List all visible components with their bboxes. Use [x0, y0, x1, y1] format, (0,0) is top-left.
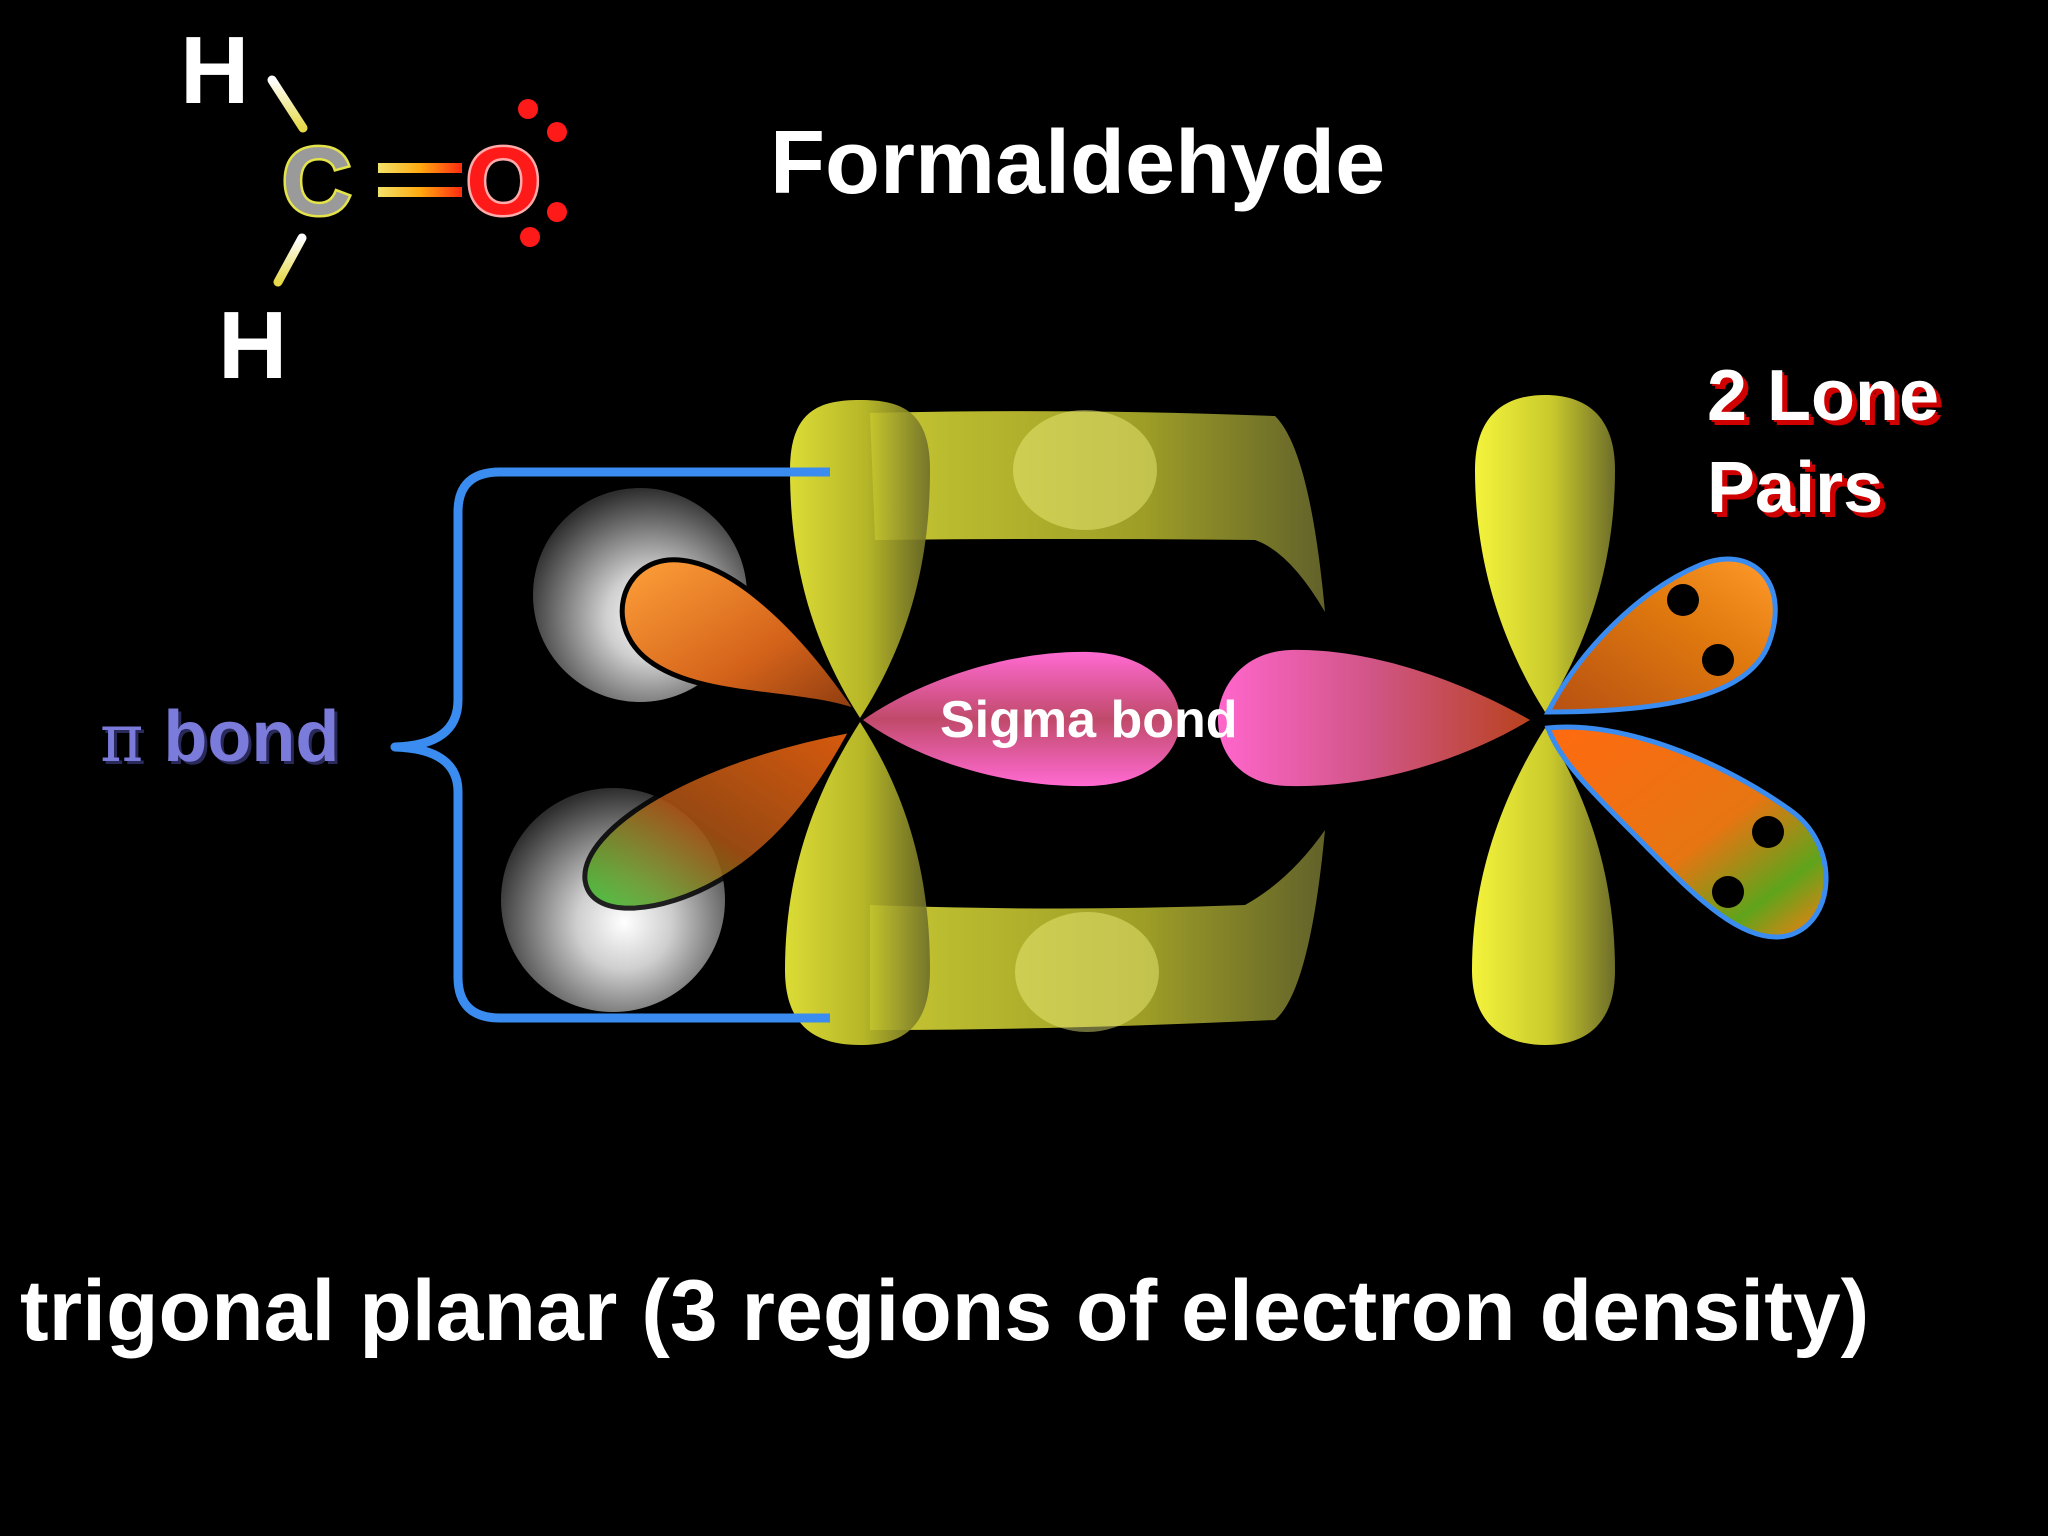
lone-pairs-label-line1: 2 Lone [1707, 356, 1940, 436]
pi-bond-lower-band [870, 830, 1325, 1030]
pi-bond-brace [390, 467, 830, 1023]
c-h-bond-top [267, 75, 308, 133]
oxygen-lone-pair-dot [547, 122, 567, 142]
pi-symbol: π [100, 700, 144, 777]
pi-bond-upper-overlap [1013, 410, 1157, 530]
oxygen-lone-pair-dot [520, 227, 540, 247]
carbon-sigma-lobe [863, 651, 1180, 787]
lone-pairs-label-line2: Pairs [1707, 448, 1884, 528]
pi-bond-label-text: bond [163, 697, 340, 777]
pi-bond-upper-band [870, 411, 1325, 612]
carbon-p-orbital [785, 400, 930, 1045]
lone-pair-electron-dot [1667, 584, 1699, 616]
c-h-bond-bottom [273, 233, 307, 287]
carbon-p-orbital-upper-lobe [790, 400, 930, 718]
pi-bond-orbitals [870, 410, 1325, 1032]
carbon-atom: C [282, 128, 351, 235]
lone-pair-electron-dot [1712, 876, 1744, 908]
carbon-sp2-orbital-upper [619, 557, 865, 718]
lone-pair-orbital-lower [1544, 724, 1829, 940]
double-bond-top-line [378, 163, 462, 173]
lone-pair-electron-dot [1702, 644, 1734, 676]
oxygen-lone-pair-dot [518, 99, 538, 119]
oxygen-atom: O [466, 128, 541, 235]
carbon-sp2-orbital-lower [582, 726, 857, 911]
double-bond-bottom-line [378, 187, 462, 197]
sigma-bond [863, 649, 1530, 787]
oxygen-p-orbital-lower-lobe [1472, 728, 1615, 1045]
diagram-title: Formaldehyde [770, 113, 1386, 213]
pi-bond-lower-overlap [1015, 912, 1159, 1032]
oxygen-lone-pair-orbitals [1543, 556, 1829, 940]
hydrogen-bottom-atom: H [218, 292, 287, 399]
geometry-caption: trigonal planar (3 regions of electron d… [20, 1263, 1870, 1359]
pi-bond-label: π bond [100, 696, 339, 778]
oxygen-p-orbital [1472, 395, 1615, 1045]
carbon-p-orbital-lower-lobe [785, 722, 930, 1045]
lone-pairs-label: 2 Lone Pairs [1707, 350, 1939, 534]
lone-pair-electron-dot [1752, 816, 1784, 848]
hydrogen-top-atom: H [180, 17, 249, 124]
lewis-structure: H H C O [180, 17, 567, 399]
oxygen-p-orbital-upper-lobe [1475, 395, 1615, 712]
oxygen-sigma-lobe [1218, 649, 1530, 787]
oxygen-lone-pair-dot [547, 202, 567, 222]
sigma-bond-label: Sigma bond [940, 691, 1238, 749]
